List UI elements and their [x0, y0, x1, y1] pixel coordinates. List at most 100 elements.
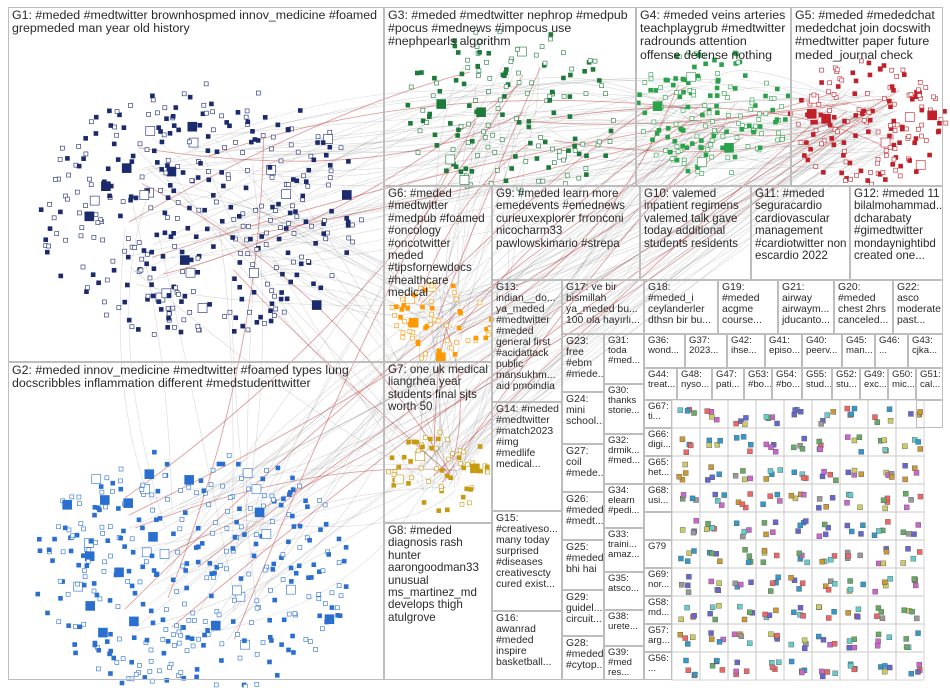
- group-box-g11[interactable]: G11: #meded seguracardio cardiovascular …: [751, 186, 850, 280]
- group-box-g66[interactable]: G68: usi...: [644, 484, 672, 512]
- group-box-g18[interactable]: G18: #meded_i ceylanderler dthsn bir bu.…: [644, 280, 718, 334]
- network-node: [764, 532, 769, 537]
- group-box-g39[interactable]: G39: #med res...: [604, 646, 644, 680]
- group-label-g31: G31: toda #med...: [608, 336, 641, 366]
- group-box-g15[interactable]: G15: #creativeso... many today surprised…: [492, 511, 562, 611]
- network-node: [762, 520, 767, 525]
- group-box-g49[interactable]: G49: exc...: [860, 368, 888, 400]
- group-box-g31[interactable]: G31: toda #med...: [604, 334, 644, 384]
- group-box-g55[interactable]: G55: stud...: [802, 368, 832, 400]
- group-box-g50[interactable]: G50: mic...: [888, 368, 916, 400]
- group-box-g56[interactable]: G56: ...: [644, 652, 672, 680]
- group-box-g32[interactable]: G32: drmik... #med...: [604, 434, 644, 484]
- network-node: [822, 469, 827, 474]
- network-node: [764, 476, 769, 481]
- group-box-g1[interactable]: G1: #meded #medtwitter brownhospmed inno…: [8, 7, 384, 362]
- group-box-g45[interactable]: G45: man...: [842, 334, 875, 368]
- group-box-g51[interactable]: G51: cal...: [916, 368, 943, 400]
- group-box-g4[interactable]: G4: #meded veins arteries teachplaygrub …: [636, 7, 791, 186]
- network-node: [768, 494, 773, 499]
- network-node: [858, 531, 863, 536]
- group-box-g48[interactable]: G48: nyso...: [677, 368, 712, 400]
- group-box-g29[interactable]: G29: guidel... circuit...: [562, 590, 604, 636]
- network-node: [748, 476, 753, 481]
- network-node: [707, 443, 712, 448]
- group-box-g33[interactable]: G33: traini... amaz...: [604, 528, 644, 572]
- group-label-g29: G29: guidel... circuit...: [566, 592, 601, 625]
- group-box-g53[interactable]: G53: #bo...: [744, 368, 772, 400]
- group-box-g65[interactable]: G67: ti...: [644, 400, 672, 428]
- group-box-g28[interactable]: G28: #meded #cytop...: [562, 636, 604, 680]
- group-box-g42[interactable]: G42: ihse...: [727, 334, 765, 368]
- group-box-g9[interactable]: G9: #meded learn more emedevents #emedne…: [492, 186, 640, 280]
- network-node: [747, 610, 752, 615]
- network-node: [740, 534, 745, 539]
- group-box-g7[interactable]: G7: one uk medical liangrhea year studen…: [384, 362, 492, 523]
- group-box-g58[interactable]: G58: md...: [644, 596, 672, 624]
- small-group-box: [840, 540, 868, 568]
- group-label-g11: G11: #meded seguracardio cardiovascular …: [755, 188, 847, 262]
- network-node: [678, 408, 683, 413]
- network-node: [904, 505, 909, 510]
- group-box-g63[interactable]: G65: het...: [644, 456, 672, 484]
- group-box-g69[interactable]: [644, 512, 672, 540]
- group-box-g21[interactable]: G21: airway airwaym... jducanto...: [778, 280, 834, 334]
- group-box-g24[interactable]: G24: mini school...: [562, 392, 604, 444]
- group-box-g27[interactable]: G27: coil #mede...: [562, 444, 604, 492]
- group-box-g57[interactable]: G57: arg...: [644, 624, 672, 652]
- network-node: [912, 576, 917, 581]
- group-box-g8[interactable]: G8: #meded diagnosis rash hunter aarongo…: [384, 523, 492, 680]
- network-node: [685, 641, 690, 646]
- network-node: [709, 631, 714, 636]
- group-box-g52[interactable]: G52: stu...: [832, 368, 860, 400]
- network-node: [748, 491, 753, 496]
- group-box-g37[interactable]: G37: 2023...: [685, 334, 727, 368]
- group-box-g3[interactable]: G3: #meded #medtwitter nephrop #medpub #…: [384, 7, 636, 186]
- group-box-g19[interactable]: G19: #meded acgme course...: [718, 280, 778, 334]
- group-box-g47[interactable]: G47: pati...: [712, 368, 744, 400]
- group-label-g17: G17: ve bir bismillah ya_meded bu... 100…: [566, 282, 641, 326]
- group-box-g12[interactable]: G12: #meded 11 bilalmohammad... dcharaba…: [850, 186, 943, 280]
- group-box-g25[interactable]: G25: #meded bhi hai: [562, 540, 604, 590]
- group-label-g36: G36: wond...: [648, 336, 682, 356]
- group-box-g64[interactable]: G66: digi...: [644, 428, 672, 456]
- group-box-g20[interactable]: G20: #meded chest 2hrs canceled...: [834, 280, 893, 334]
- network-node: [887, 665, 892, 670]
- network-node: [858, 505, 863, 510]
- group-box-g41[interactable]: G41: episo...: [765, 334, 802, 368]
- group-box-g13[interactable]: G13: indian__do... ya_meded #medtwitter …: [492, 280, 562, 402]
- group-box-g68[interactable]: G79: [644, 540, 672, 568]
- group-box-g17[interactable]: G17: ve bir bismillah ya_meded bu... 100…: [562, 280, 644, 334]
- group-box-g5[interactable]: G5: #meded #mededchat mededchat join doc…: [791, 7, 943, 186]
- group-box-g40[interactable]: G40: peerv...: [802, 334, 842, 368]
- group-box-g54[interactable]: G54: #bo...: [772, 368, 802, 400]
- small-group-box: [700, 428, 728, 456]
- group-box-g2[interactable]: G2: #meded innov_medicine #medtwitter #f…: [8, 362, 384, 680]
- network-node: [714, 417, 719, 422]
- group-box-g22[interactable]: G22: asco moderate past...: [893, 280, 943, 334]
- group-box-g30[interactable]: G30: thanks storie...: [604, 384, 644, 434]
- network-node: [882, 438, 887, 443]
- group-box-g10[interactable]: G10: valemed inpatient regimens valemed …: [640, 186, 751, 280]
- group-box-g44[interactable]: G44: treat...: [644, 368, 677, 400]
- group-box-g23[interactable]: G23: free #ebm #mede...: [562, 334, 604, 392]
- group-box-g16[interactable]: G16: awanrad #meded inspire basketball..…: [492, 611, 562, 680]
- network-node: [855, 614, 860, 619]
- group-box-g67[interactable]: G69: nor...: [644, 568, 672, 596]
- group-box-g6[interactable]: G6: #meded #medtwitter #medpub #foamed #…: [384, 186, 492, 362]
- group-box-g38[interactable]: G38: urete...: [604, 610, 644, 646]
- group-box-g46[interactable]: G46: ...: [875, 334, 908, 368]
- network-node: [803, 519, 808, 524]
- group-box-g79[interactable]: [916, 400, 943, 428]
- group-box-g36[interactable]: G36: wond...: [644, 334, 685, 368]
- group-box-g26[interactable]: G26: #meded #medt...: [562, 492, 604, 540]
- network-node: [846, 470, 851, 475]
- network-node: [709, 414, 714, 419]
- group-label-g14: G14: #meded #medtwitter #match2023 #img …: [496, 404, 559, 470]
- group-box-g43[interactable]: G43: cjka...: [908, 334, 943, 368]
- group-label-g7: G7: one uk medical liangrhea year studen…: [388, 364, 489, 414]
- group-box-g35[interactable]: G35: atsco...: [604, 572, 644, 610]
- group-box-g34[interactable]: G34: elearn #pedi...: [604, 484, 644, 528]
- network-node: [875, 643, 880, 648]
- group-box-g14[interactable]: G14: #meded #medtwitter #match2023 #img …: [492, 402, 562, 511]
